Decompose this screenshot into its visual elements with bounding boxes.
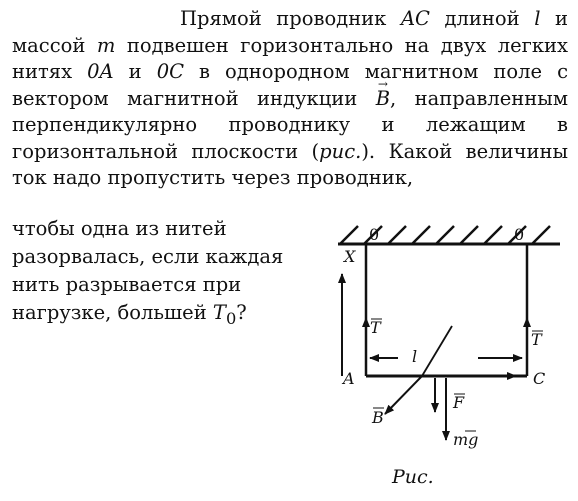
- math-ac: AC: [400, 7, 430, 30]
- label-t-left: T: [370, 318, 382, 337]
- text-segment: подвешен горизонтально на двух легких ни…: [12, 33, 569, 84]
- label-mg: mg: [453, 430, 478, 449]
- label-b: B: [371, 408, 384, 427]
- label-l: l: [412, 347, 417, 366]
- math-t0: T: [212, 301, 226, 324]
- label-zero-left: 0: [369, 225, 379, 244]
- text-segment: и массой: [12, 7, 569, 57]
- label-t-right: T: [531, 330, 543, 349]
- text-segment: , направленным перпендикулярно проводник…: [12, 86, 568, 163]
- label-c: C: [533, 369, 545, 388]
- math-l: l: [534, 7, 541, 30]
- problem-question: чтобы одна из нитей разорвалась, если ка…: [12, 215, 317, 333]
- label-x: X: [342, 247, 356, 266]
- math-m: m: [96, 33, 116, 57]
- math-0c: 0C: [156, 60, 185, 83]
- label-zero-right: 0: [514, 225, 524, 244]
- label-f: F: [452, 393, 465, 412]
- problem-paragraph: Прямой проводник AC длиной l и массой m …: [12, 6, 568, 192]
- math-vector-b: B: [376, 71, 391, 113]
- text-segment: ). Какой величины ток надо пропустить че…: [12, 139, 568, 190]
- vector-b-arrow: [384, 375, 423, 415]
- math-t0-subscript: 0: [225, 308, 237, 328]
- text-segment: длиной: [444, 7, 520, 30]
- math-0a: 0A: [87, 60, 114, 83]
- label-a: A: [341, 369, 355, 388]
- figure-caption: Рис.: [392, 466, 434, 488]
- text-segment: и: [128, 60, 142, 83]
- figure-reference: рис.: [319, 139, 362, 163]
- text-segment: ?: [236, 301, 247, 324]
- text-segment: чтобы одна из нитей разорвалась, если ка…: [12, 217, 284, 324]
- text-segment: Прямой проводник: [180, 7, 387, 30]
- ceiling: [338, 225, 560, 246]
- field-line: [421, 325, 453, 377]
